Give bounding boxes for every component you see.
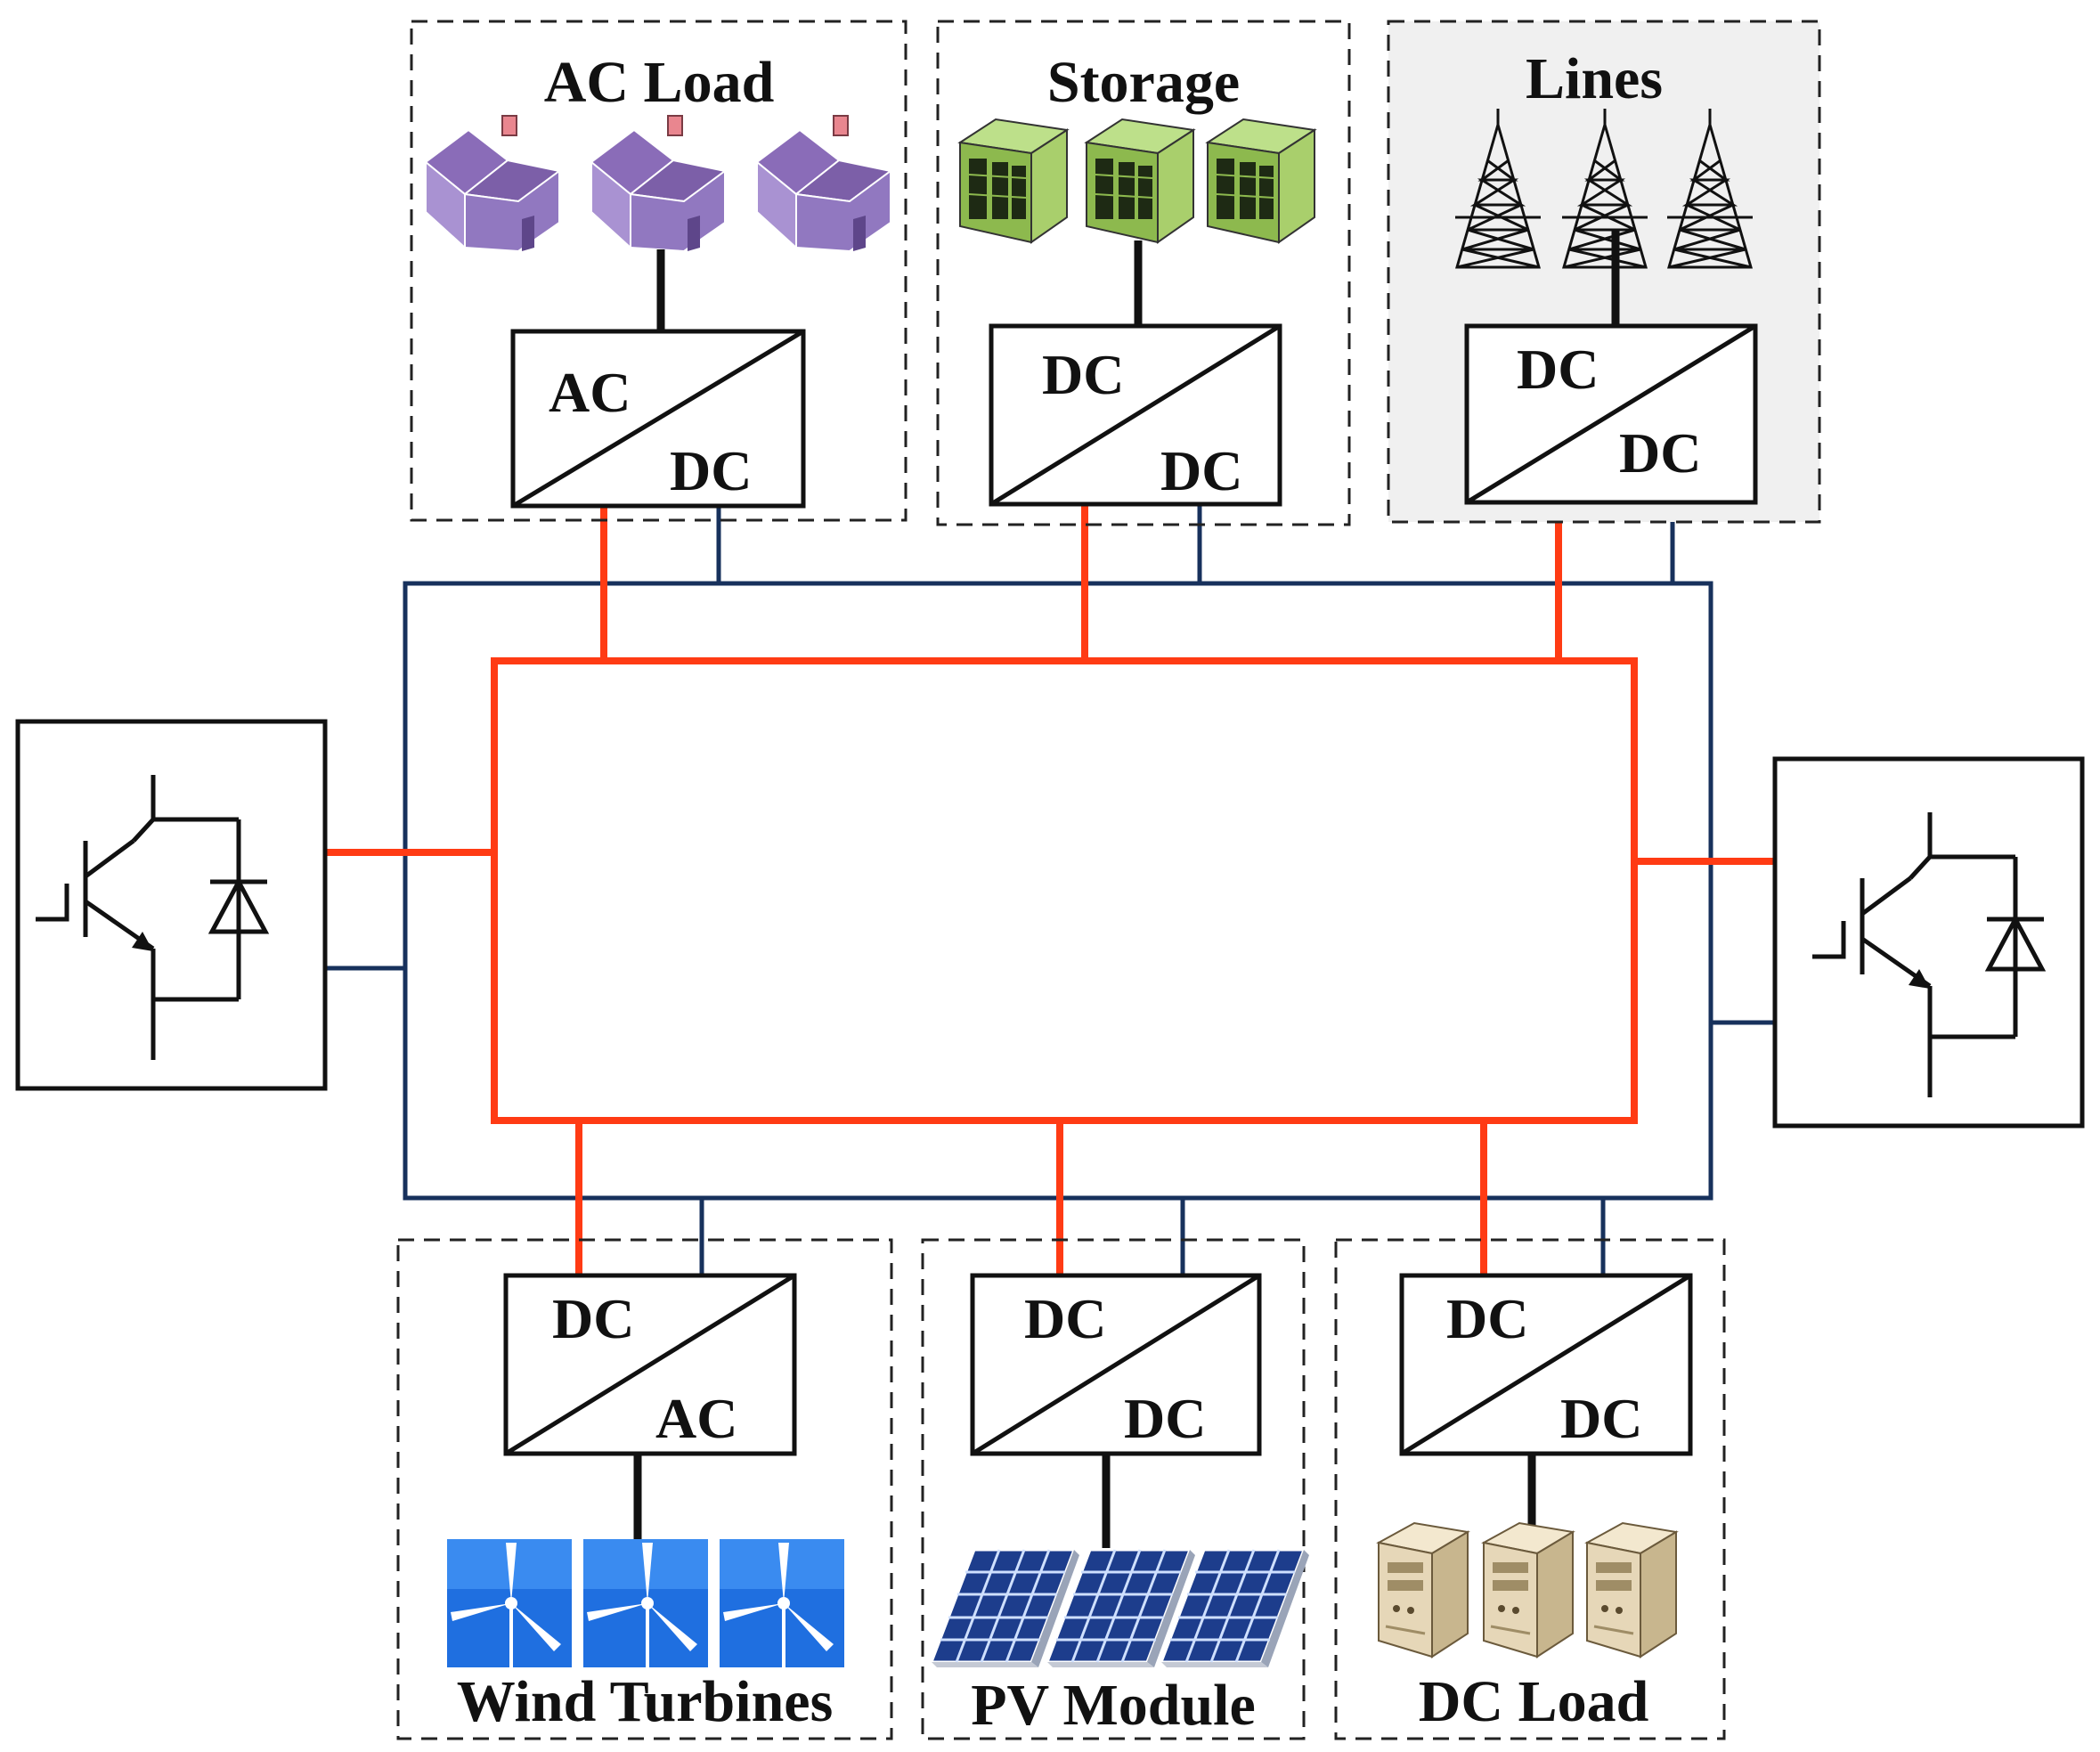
battery-icon: [959, 118, 1068, 243]
storage-converter-top-label: DC: [1042, 343, 1124, 406]
positive-bus: [491, 657, 1638, 1124]
wind-turbine-icon: [718, 1537, 846, 1669]
ac-load-converter: AC DC: [510, 329, 806, 509]
pv-converter-bottom-label: DC: [1124, 1387, 1206, 1450]
lines-converter: DC DC: [1464, 323, 1758, 505]
house-icon: [756, 115, 891, 252]
battery-icon: [1207, 118, 1315, 243]
wind-turbine-icon: [582, 1537, 710, 1669]
negative-bus: [403, 581, 1713, 1201]
lines-converter-top-label: DC: [1517, 338, 1599, 401]
pv-title: PV Module: [971, 1673, 1256, 1738]
lines-module: Lines DC DC: [1387, 20, 1821, 524]
ac-load-converter-top-label: AC: [549, 361, 631, 424]
wind-converter: DC AC: [503, 1273, 797, 1456]
storage-converter-bottom-label: DC: [1160, 439, 1242, 502]
dc-load-converter: DC DC: [1399, 1273, 1693, 1456]
wind-converter-top-label: DC: [552, 1287, 634, 1350]
server-icon: [1585, 1521, 1678, 1658]
left-switch: [15, 719, 328, 1091]
pv-module: DC DC PV Module: [921, 1238, 1311, 1740]
bottom-taps: [575, 1120, 1606, 1275]
wind-module: DC AC Wind Turbines: [396, 1238, 893, 1740]
pv-converter-top-label: DC: [1024, 1287, 1106, 1350]
storage-module: Storage DC DC: [936, 20, 1351, 526]
lines-converter-bottom-label: DC: [1619, 421, 1701, 485]
lines-title: Lines: [1526, 46, 1663, 111]
ac-load-title: AC Load: [544, 50, 775, 115]
pv-converter: DC DC: [970, 1273, 1262, 1456]
right-switch: [1772, 756, 2085, 1129]
battery-icon: [1086, 118, 1194, 243]
dc-load-title: DC Load: [1419, 1669, 1649, 1734]
dc-load-converter-bottom-label: DC: [1560, 1387, 1642, 1450]
storage-converter: DC DC: [989, 323, 1282, 507]
wind-turbine-icon: [445, 1537, 574, 1669]
server-icon: [1482, 1521, 1575, 1658]
server-icon: [1377, 1521, 1469, 1658]
ac-load-module: AC Load AC DC: [410, 20, 908, 522]
ac-load-converter-bottom-label: DC: [670, 439, 752, 502]
house-icon: [425, 115, 560, 252]
dc-load-converter-top-label: DC: [1446, 1287, 1528, 1350]
wind-title: Wind Turbines: [457, 1669, 834, 1734]
dc-load-module: DC DC DC Load: [1334, 1238, 1726, 1740]
wind-converter-bottom-label: AC: [655, 1387, 737, 1450]
storage-title: Storage: [1047, 50, 1240, 115]
side-taps: [325, 849, 1775, 1025]
house-icon: [590, 115, 726, 252]
